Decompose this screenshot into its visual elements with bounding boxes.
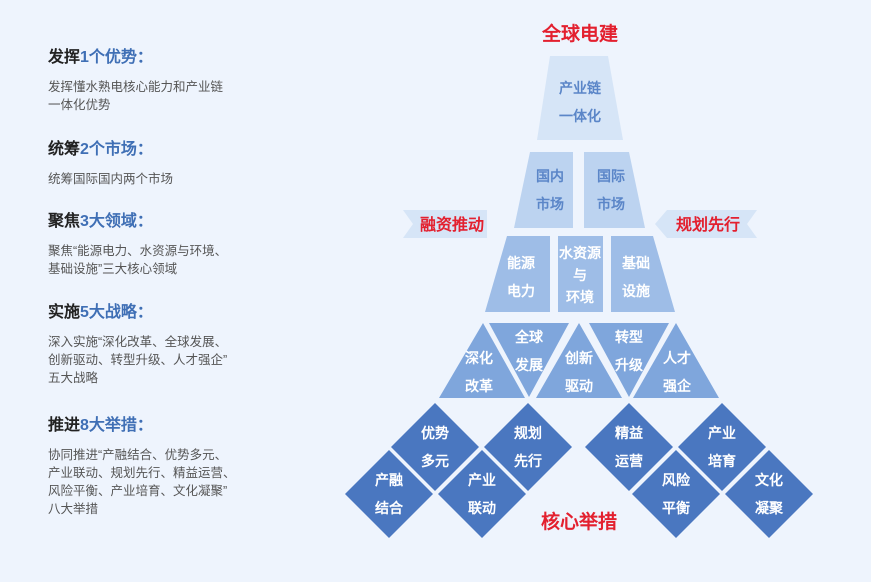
tier5-diamond (345, 450, 433, 538)
title-number: 2个市场 (80, 141, 137, 158)
bottom-title: 核心举措 (541, 510, 617, 533)
left-item-description: 发挥懂水熟电核心能力和产业链 一体化优势 (48, 80, 224, 112)
left-item: 发挥1个优势： 发挥懂水熟电核心能力和产业链 一体化优势 (48, 48, 288, 114)
tier1-block (537, 56, 623, 140)
left-item: 推进8大举措： 协同推进“产融结合、优势多元、 产业联动、规划先行、精益运营、 风… (48, 416, 288, 518)
tier4-label: 转型升级 (615, 329, 644, 373)
top-title: 全球电建 (541, 22, 618, 45)
tier4-label: 创新驱动 (564, 350, 593, 394)
left-item-description: 聚焦“能源电力、水资源与环境、 基础设施”三大核心领域 (48, 244, 228, 276)
title-suffix: ： (136, 49, 153, 66)
tier3-label: 水资源与环境 (559, 245, 601, 305)
title-suffix: ： (136, 417, 153, 434)
tier5-diamond (632, 450, 720, 538)
tier5-label: 产业培育 (708, 425, 736, 469)
tier5-label: 产业联动 (468, 472, 496, 516)
title-prefix: 统筹 (48, 141, 81, 158)
left-item-description: 深入实施“深化改革、全球发展、 创新驱动、转型升级、人才强企” 五大战略 (48, 335, 228, 385)
tier5-diamond (678, 403, 766, 491)
left-item-title: 聚焦3大领域： (48, 212, 288, 232)
title-number: 5大战略 (80, 304, 137, 321)
tier5-label: 规划先行 (514, 425, 542, 469)
right-arrow (655, 210, 757, 238)
tier2-block (584, 152, 645, 228)
title-number: 3大领域 (80, 213, 137, 230)
tier3-label: 基础设施 (622, 255, 650, 299)
title-number: 1个优势 (80, 49, 137, 66)
title-prefix: 实施 (48, 304, 81, 321)
left-item-title: 推进8大举措： (48, 416, 288, 436)
tier4-block (439, 323, 525, 398)
tier3-block (485, 236, 550, 312)
tier5-label: 文化凝聚 (755, 472, 784, 516)
tier5-diamond (585, 403, 673, 491)
tier3-block (558, 236, 603, 312)
tier2-block (514, 152, 573, 228)
title-suffix: ： (136, 213, 153, 230)
left-item: 聚焦3大领域： 聚焦“能源电力、水资源与环境、 基础设施”三大核心领域 (48, 212, 288, 278)
tier5-label: 产融结合 (375, 472, 404, 516)
tier4-block (489, 323, 569, 397)
tier5-label: 风险平衡 (662, 472, 691, 516)
left-arrow (403, 210, 487, 238)
tier4-label: 人才强企 (663, 350, 692, 394)
tier4-block (633, 323, 719, 398)
tier2-label: 国际市场 (597, 168, 625, 212)
tier3-label: 能源电力 (507, 255, 535, 299)
tier5-diamond (484, 403, 572, 491)
left-item: 实施5大战略： 深入实施“深化改革、全球发展、 创新驱动、转型升级、人才强企” 五… (48, 303, 288, 387)
left-item-description: 协同推进“产融结合、优势多元、 产业联动、规划先行、精益运营、 风险平衡、产业培… (48, 448, 236, 516)
tier5-diamond (725, 450, 813, 538)
tier4-label: 全球发展 (514, 329, 544, 373)
title-prefix: 发挥 (48, 49, 81, 66)
left-item-description: 统筹国际国内两个市场 (48, 172, 174, 186)
tier5-diamond (438, 450, 526, 538)
left-item-title: 统筹2个市场： (48, 140, 288, 160)
tier2-label: 国内市场 (536, 168, 564, 212)
tier4-label: 深化改革 (465, 350, 493, 394)
title-suffix: ： (136, 141, 153, 158)
tier4-block (589, 323, 669, 397)
title-number: 8大举措 (80, 417, 137, 434)
tier5-diamond (391, 403, 479, 491)
tier5-label: 精益运营 (615, 425, 643, 469)
title-suffix: ： (136, 304, 153, 321)
tier1-label: 产业链一体化 (559, 80, 602, 124)
title-prefix: 推进 (48, 417, 81, 434)
right-arrow-label: 规划先行 (676, 215, 740, 234)
left-item-title: 实施5大战略： (48, 303, 288, 323)
tier3-block (611, 236, 675, 312)
left-item-title: 发挥1个优势： (48, 48, 288, 68)
left-arrow-label: 融资推动 (420, 215, 484, 234)
title-prefix: 聚焦 (48, 213, 81, 230)
tier4-block (536, 323, 622, 398)
tier5-label: 优势多元 (421, 425, 449, 469)
left-item: 统筹2个市场： 统筹国际国内两个市场 (48, 140, 288, 188)
